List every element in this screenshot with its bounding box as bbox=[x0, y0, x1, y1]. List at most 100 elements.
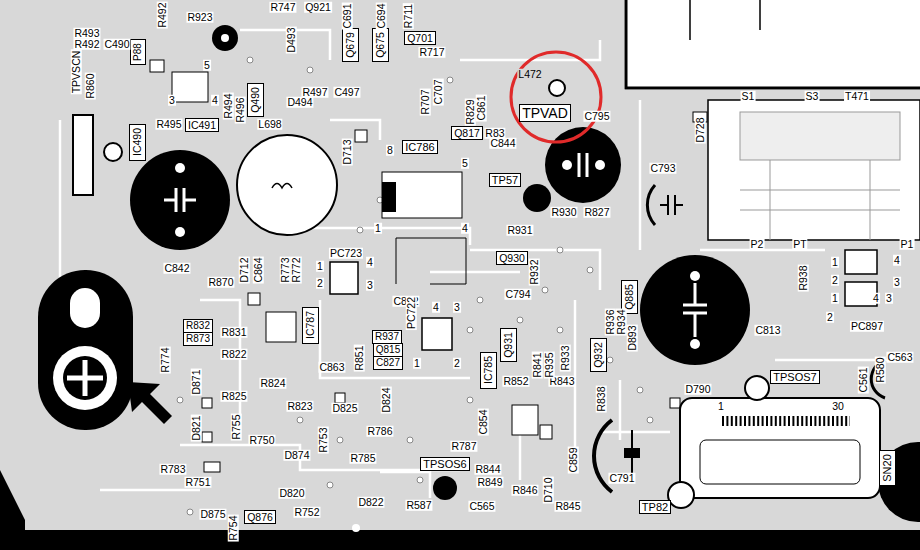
part-label: Q817 bbox=[454, 127, 480, 139]
pcb-circle bbox=[607, 357, 613, 363]
highlight-circle: L472TPVAD bbox=[509, 50, 603, 144]
pcb-g bbox=[177, 57, 653, 515]
part-label: R827 bbox=[583, 207, 610, 218]
boxed-part-label: Q675 bbox=[372, 28, 389, 62]
pcb-circle bbox=[337, 437, 343, 443]
part-label: R851 bbox=[354, 344, 365, 371]
part-label: R750 bbox=[248, 435, 275, 446]
part-label: Q490 bbox=[249, 87, 261, 113]
part-label: D871 bbox=[191, 368, 202, 395]
part-label: D821 bbox=[191, 414, 202, 441]
pcb-circle bbox=[237, 135, 337, 235]
pcb-line bbox=[722, 416, 850, 426]
part-label: C490 bbox=[103, 39, 130, 50]
pcb-circle bbox=[221, 34, 229, 42]
boxed-part-label: R832 bbox=[183, 319, 213, 333]
part-label: R923 bbox=[186, 12, 213, 23]
pcb-circle bbox=[690, 339, 700, 349]
part-label: R587 bbox=[405, 500, 432, 511]
pcb-rect bbox=[266, 312, 296, 342]
part-label: PT bbox=[792, 239, 807, 250]
part-label: 2 bbox=[826, 312, 834, 323]
pcb-rect bbox=[70, 288, 100, 328]
part-label: 4 bbox=[893, 255, 901, 266]
pcb-circle bbox=[352, 524, 360, 532]
part-label: C691 bbox=[342, 2, 353, 29]
pcb-path bbox=[470, 250, 600, 290]
part-label: TPVAD bbox=[522, 105, 568, 121]
boxed-part-label: R873 bbox=[183, 332, 213, 346]
part-label: 4 bbox=[366, 257, 374, 268]
part-label: TP82 bbox=[642, 501, 668, 514]
part-label: IC491 bbox=[188, 119, 216, 131]
part-label: 2 bbox=[831, 275, 839, 286]
boxed-part-label: Q679 bbox=[342, 28, 359, 62]
part-label: C795 bbox=[583, 111, 610, 122]
pcb-circle bbox=[668, 482, 694, 508]
part-label: 3 bbox=[366, 280, 374, 291]
pcb-circle bbox=[187, 509, 193, 515]
pcb-rect bbox=[845, 250, 877, 274]
part-label: 3 bbox=[168, 95, 176, 106]
part-label: R825 bbox=[220, 391, 247, 402]
part-label: R492 bbox=[73, 39, 100, 50]
part-label: C844 bbox=[489, 138, 516, 149]
pcb-circle bbox=[177, 397, 183, 403]
pcb-circle bbox=[212, 25, 238, 51]
part-label: 3 bbox=[893, 277, 901, 288]
part-label: R786 bbox=[366, 426, 393, 437]
part-label: D825 bbox=[331, 403, 358, 414]
part-label: R935 bbox=[544, 351, 555, 378]
pcb-rect bbox=[382, 182, 396, 212]
boxed-part-label: IC491 bbox=[185, 118, 219, 132]
part-label: C827 bbox=[376, 357, 400, 369]
part-label: D875 bbox=[199, 509, 226, 520]
pcb-circle bbox=[549, 80, 565, 96]
pcb-rect bbox=[382, 172, 462, 218]
pcb-rect bbox=[38, 270, 133, 430]
part-label: C863 bbox=[318, 362, 345, 373]
pcb-circle bbox=[327, 482, 333, 488]
pcb-rect bbox=[150, 60, 164, 72]
part-label: Q932 bbox=[592, 342, 604, 368]
part-label: R785 bbox=[349, 453, 376, 464]
boxed-part-label: Q932 bbox=[590, 338, 607, 372]
part-label: R774 bbox=[160, 346, 171, 373]
pcb-rect bbox=[202, 398, 212, 408]
part-label: IC787 bbox=[304, 311, 316, 339]
part-label: R754 bbox=[228, 514, 239, 541]
pcb-circle bbox=[690, 271, 700, 281]
pcb-circle bbox=[467, 397, 473, 403]
pcb-circle bbox=[53, 346, 117, 410]
part-label: D824 bbox=[381, 386, 392, 413]
boxed-part-label: IC787 bbox=[302, 307, 319, 344]
part-label: D494 bbox=[286, 97, 313, 108]
boxed-part-label: TPSOS7 bbox=[770, 370, 819, 385]
part-label: R787 bbox=[450, 441, 477, 452]
part-label: R747 bbox=[269, 2, 296, 13]
boxed-part-label: P88 bbox=[130, 39, 146, 65]
boxed-part-label: TPSOS6 bbox=[420, 457, 469, 472]
part-label: C859 bbox=[568, 446, 579, 473]
part-label: S1 bbox=[741, 91, 756, 102]
boxed-part-label: TP57 bbox=[489, 173, 521, 188]
part-label: R931 bbox=[506, 225, 533, 236]
part-label: R938 bbox=[798, 264, 809, 291]
pcb-path bbox=[600, 431, 670, 434]
pcb-rect bbox=[624, 448, 640, 458]
part-label: R772 bbox=[291, 256, 302, 283]
pcb-circle bbox=[247, 57, 253, 63]
pcb-circle bbox=[647, 417, 653, 423]
part-label: C694 bbox=[376, 2, 387, 29]
pcb-path bbox=[200, 300, 240, 420]
part-label: R852 bbox=[502, 376, 529, 387]
part-label: Q930 bbox=[499, 252, 525, 264]
part-label: TPSOS6 bbox=[423, 458, 466, 471]
part-label: IC490 bbox=[131, 128, 143, 156]
part-label: Q675 bbox=[374, 32, 386, 58]
part-label: R496 bbox=[235, 96, 246, 123]
part-label: R934 bbox=[616, 308, 627, 335]
pcb-circle bbox=[307, 67, 313, 73]
part-label: R937 bbox=[375, 331, 399, 343]
part-label: R493 bbox=[73, 28, 100, 39]
